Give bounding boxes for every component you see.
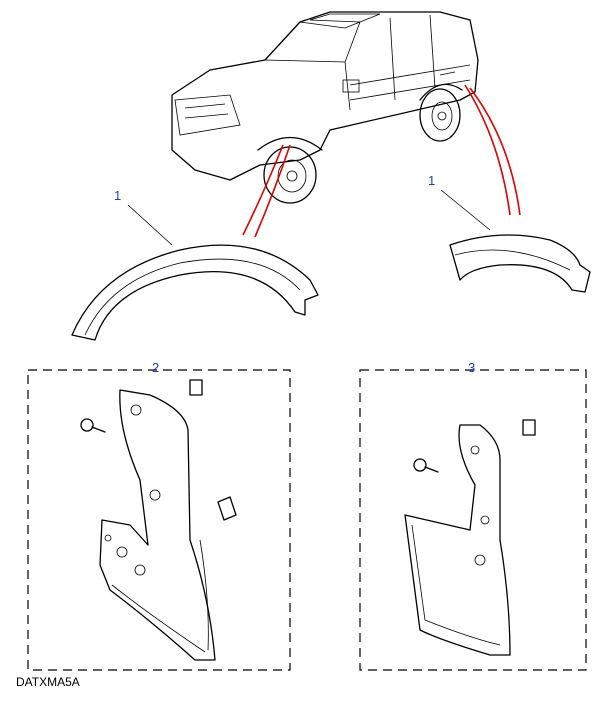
front-wheel-arch-extension — [71, 244, 319, 341]
callout-leader — [127, 204, 173, 246]
rear-mudflap — [404, 424, 511, 656]
screw-icon — [413, 458, 439, 473]
vehicle-illustration — [171, 11, 479, 204]
leader-lines — [242, 84, 521, 238]
front-mudflap — [99, 389, 216, 661]
clip-nut-icon — [189, 379, 203, 396]
callout-label: 1 — [428, 173, 436, 188]
screw-icon — [80, 418, 106, 433]
callout-label: 1 — [114, 188, 122, 203]
drawing-code: DATXMA5A — [16, 675, 80, 689]
callout-leader — [440, 189, 491, 231]
rear-wheel-arch-extension — [449, 234, 591, 293]
callout-label: 2 — [152, 360, 160, 375]
kit-3-frame — [359, 369, 587, 671]
clip-nut-icon — [217, 496, 237, 521]
callout-label: 3 — [468, 360, 476, 375]
kit-2-frame — [27, 369, 291, 671]
clip-nut-icon — [522, 419, 536, 436]
